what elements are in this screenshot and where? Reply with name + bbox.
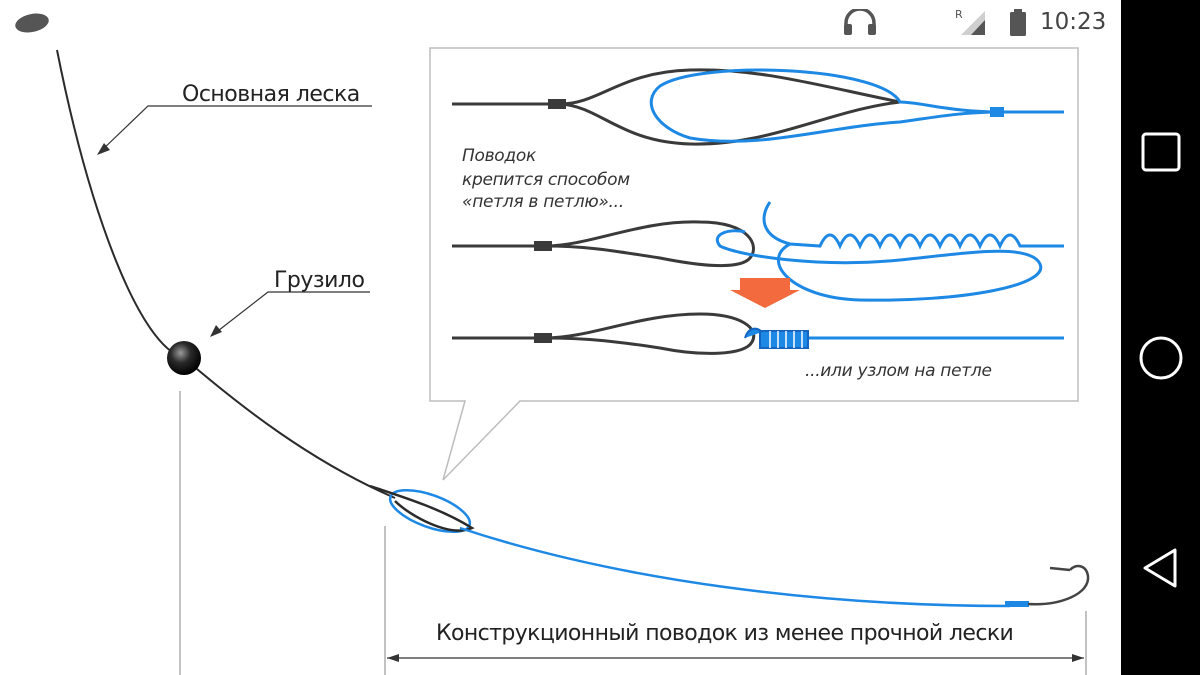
headphones-icon — [842, 7, 878, 41]
direction-arrow — [730, 278, 800, 308]
home-button[interactable] — [1121, 318, 1200, 398]
rig3-dark-line — [452, 312, 756, 355]
join-loop-dark — [369, 484, 475, 532]
callout-note-alt: ...или узлом на петле — [805, 361, 992, 381]
rig1-blue-line — [649, 68, 1064, 143]
callout-note-line2: крепится способом — [462, 170, 630, 190]
signal-badge: R — [955, 8, 963, 21]
callout-box — [429, 47, 1079, 481]
recent-apps-button[interactable] — [1121, 112, 1200, 192]
app-notification-icon — [12, 11, 52, 39]
fish-hook — [1027, 564, 1090, 606]
leader-line — [459, 526, 1011, 608]
back-icon — [1143, 548, 1176, 588]
home-icon — [1139, 336, 1182, 380]
back-button[interactable] — [1121, 528, 1200, 608]
diagram-drawing — [56, 47, 1090, 675]
callout-note-line3: «петля в петлю»... — [462, 192, 624, 212]
main-line-label: Основная леска — [182, 82, 360, 107]
status-time: 10:23 — [1040, 9, 1107, 35]
callout-note-line1: Поводок — [462, 146, 536, 166]
battery-icon — [1008, 9, 1028, 41]
recent-apps-icon — [1141, 132, 1180, 172]
hook-knot — [1005, 601, 1029, 607]
rig3-blue-knot — [744, 327, 809, 349]
signal-icon: R — [955, 8, 991, 42]
sinker-pointer — [213, 291, 370, 335]
navigation-bar — [1121, 0, 1200, 675]
leader-label: Конструкционный поводок из менее прочной… — [432, 621, 1018, 646]
status-bar: R 10:23 — [0, 0, 1121, 46]
sinker-label: Грузило — [274, 268, 365, 293]
rig2-blue-coil — [716, 201, 1064, 302]
main-line-pointer — [99, 105, 372, 153]
sinker-ball — [167, 341, 201, 375]
fishing-rig-diagram: Основная леска Грузило Конструкционный п… — [0, 46, 1121, 675]
